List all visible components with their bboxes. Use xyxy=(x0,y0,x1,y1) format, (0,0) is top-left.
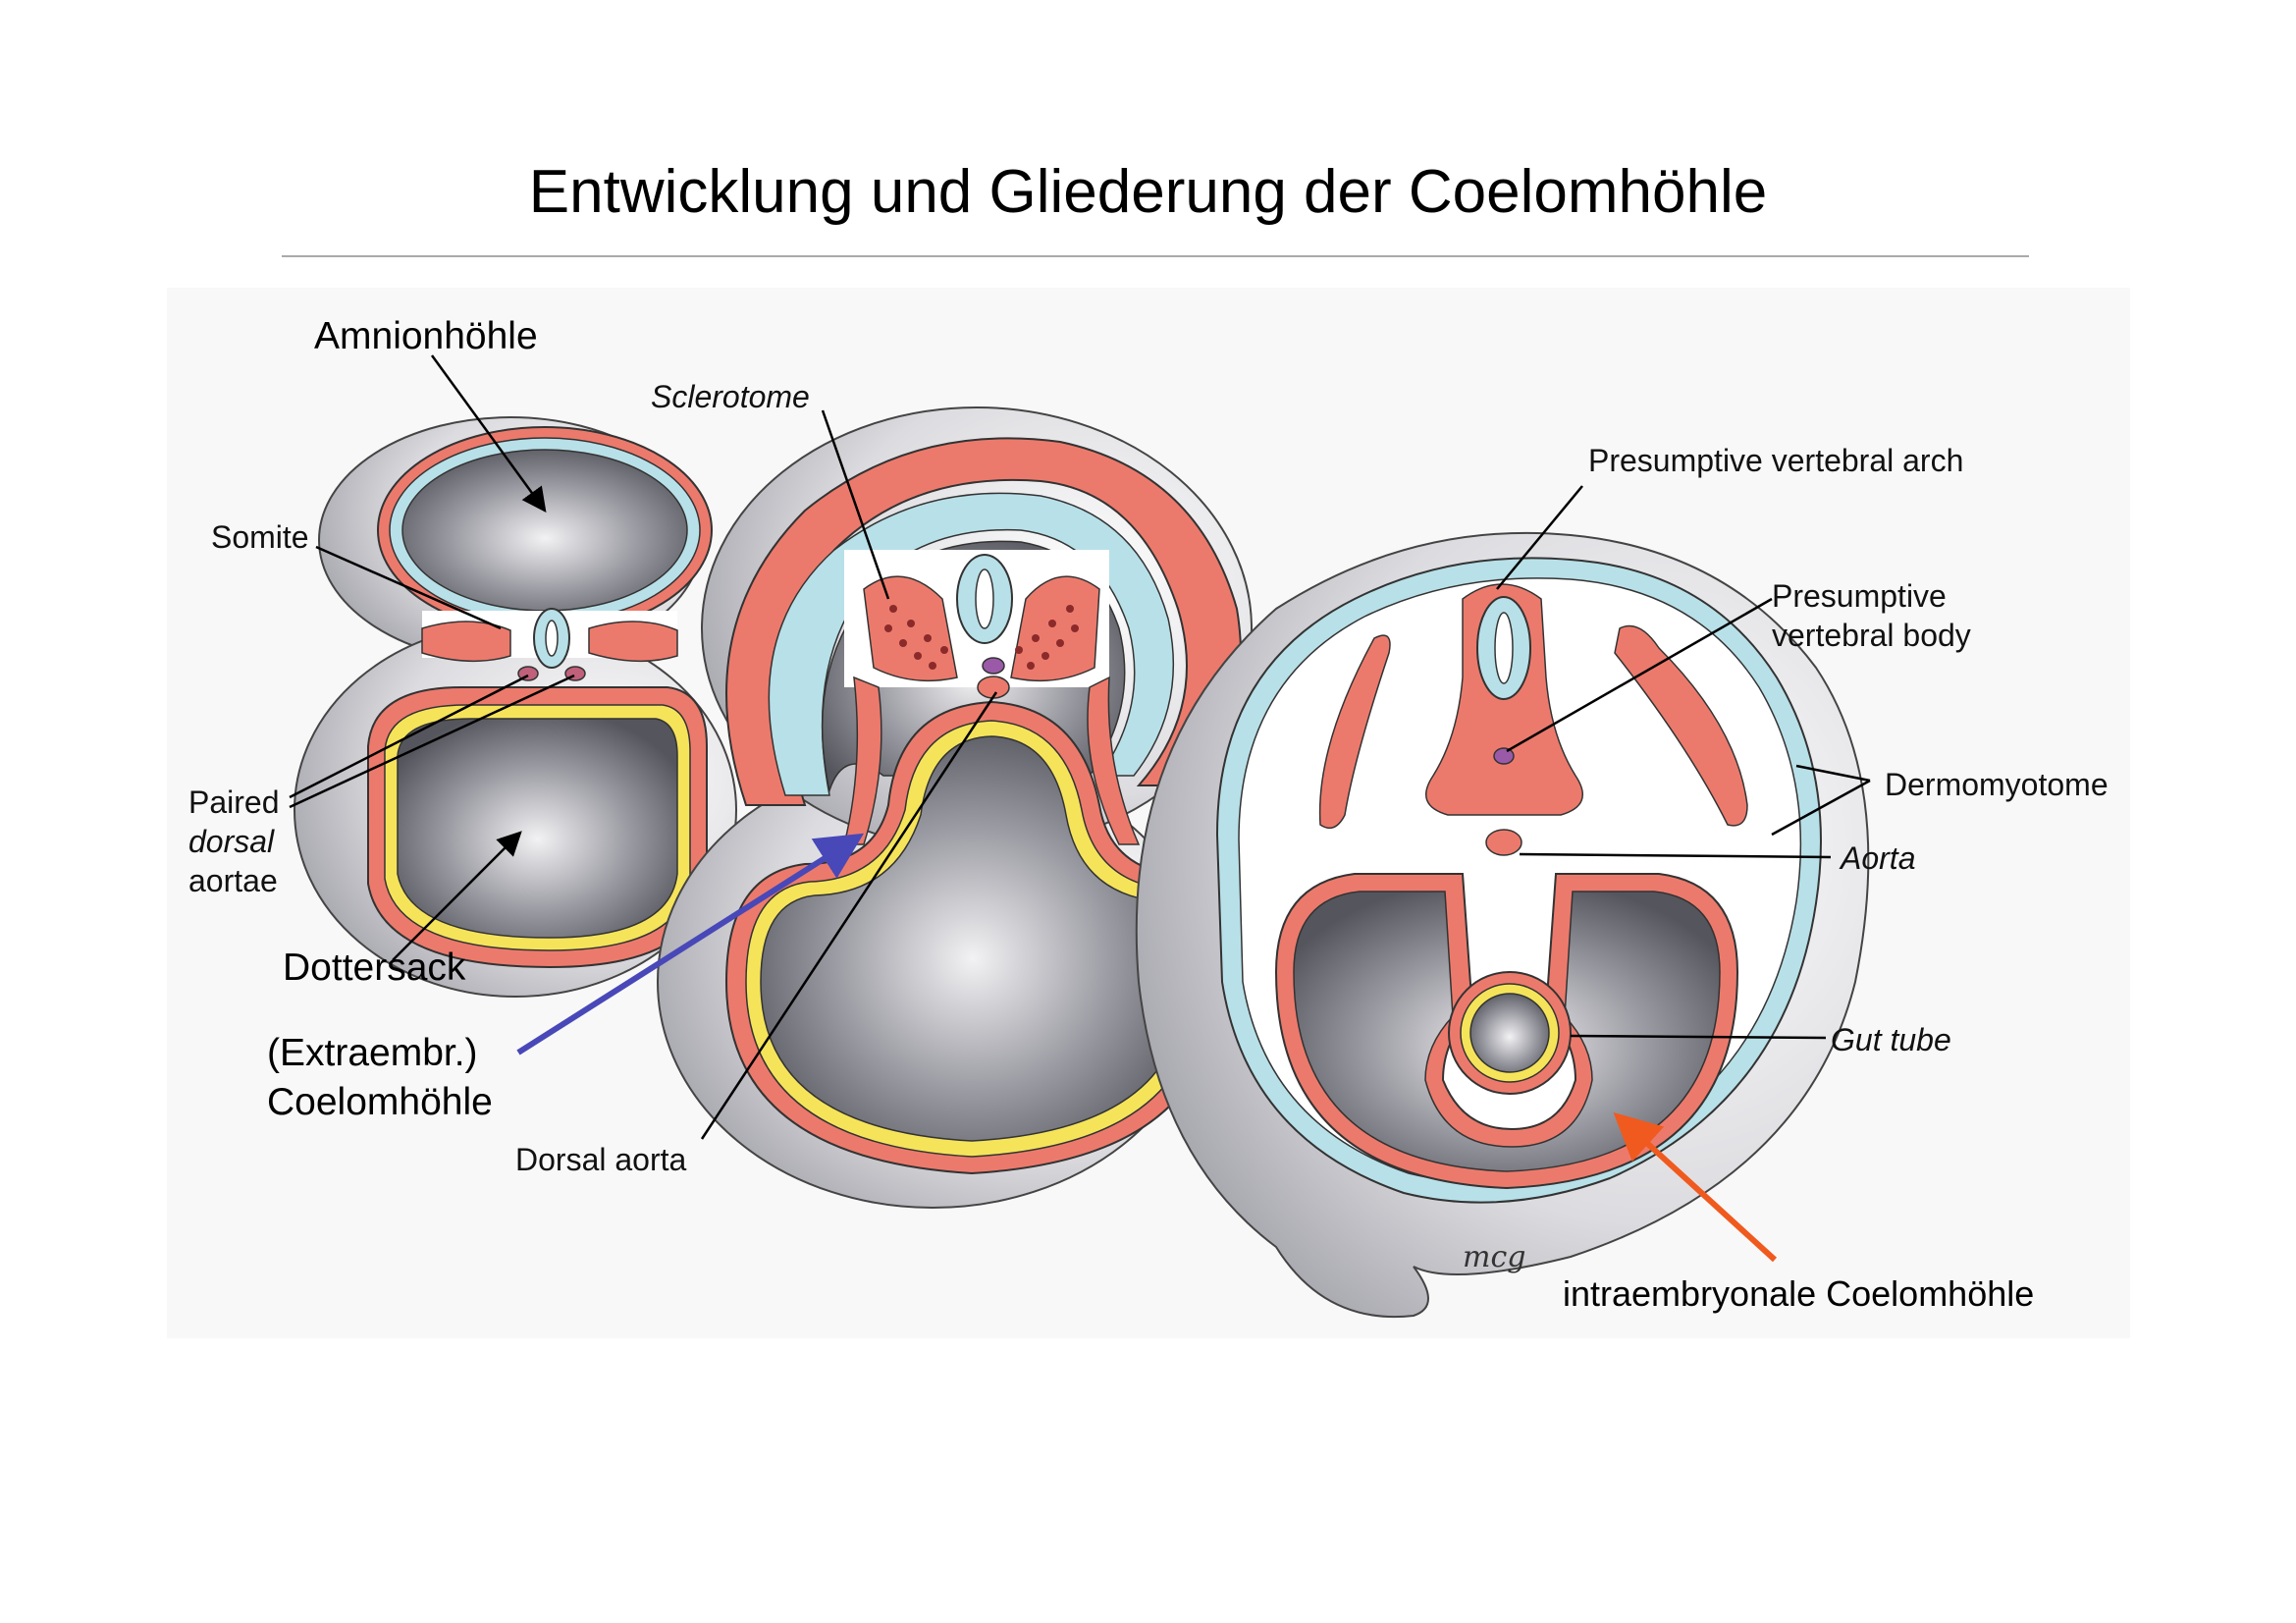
label-intraembryonale-coelomhoehle: intraembryonale Coelomhöhle xyxy=(1563,1273,2034,1314)
label-gut-tube: Gut tube xyxy=(1831,1022,1951,1057)
label-sclerotome: Sclerotome xyxy=(651,379,810,414)
embryo-early-stage xyxy=(294,416,737,998)
sclerotome-right xyxy=(1010,575,1100,682)
label-coelomhoehle: Coelomhöhle xyxy=(267,1081,493,1123)
orange-arrow-intraembryonic xyxy=(1613,1111,1778,1263)
leader-lines xyxy=(289,354,1871,1140)
label-vertebral-body: vertebral body xyxy=(1772,618,1971,653)
label-dorsal: dorsal xyxy=(188,824,275,859)
label-somite: Somite xyxy=(211,519,309,555)
label-dorsal-aorta: Dorsal aorta xyxy=(515,1142,687,1177)
somite-left xyxy=(421,621,511,663)
dermomyotome-left xyxy=(1318,634,1391,830)
page-title: Entwicklung und Gliederung der Coelomhöh… xyxy=(528,158,1768,226)
aorta-late xyxy=(1485,829,1522,856)
label-dermomyotome: Dermomyotome xyxy=(1885,767,2109,802)
somite-right xyxy=(588,621,678,663)
amnion-cavity xyxy=(401,449,688,612)
yolk-sac-cavity xyxy=(397,718,678,939)
gut-tube-lumen xyxy=(1469,993,1550,1073)
label-amnionhoehle: Amnionhöhle xyxy=(314,315,538,357)
label-aorta: Aorta xyxy=(1839,840,1915,876)
label-aortae: aortae xyxy=(188,863,278,898)
label-dottersack: Dottersack xyxy=(283,947,466,989)
label-paired: Paired xyxy=(188,784,280,820)
label-presumptive: Presumptive xyxy=(1772,578,1947,614)
intraembryonic-coelom-cavity xyxy=(1293,891,1721,1172)
embryo-middle-stage xyxy=(657,406,1253,1209)
yolk-sac-cavity-middle xyxy=(760,735,1186,1142)
blue-arrow-extraembryonic xyxy=(516,833,865,1055)
title-divider xyxy=(282,255,2029,257)
label-extraembr: (Extraembr.) xyxy=(267,1032,478,1074)
label-presumptive-vertebral-arch: Presumptive vertebral arch xyxy=(1588,443,1963,478)
sclerotome-left xyxy=(863,575,958,682)
dermomyotome-right xyxy=(1614,624,1748,827)
embryo-late-stage xyxy=(1135,531,1870,1319)
artist-signature: mcg xyxy=(1463,1240,1525,1274)
